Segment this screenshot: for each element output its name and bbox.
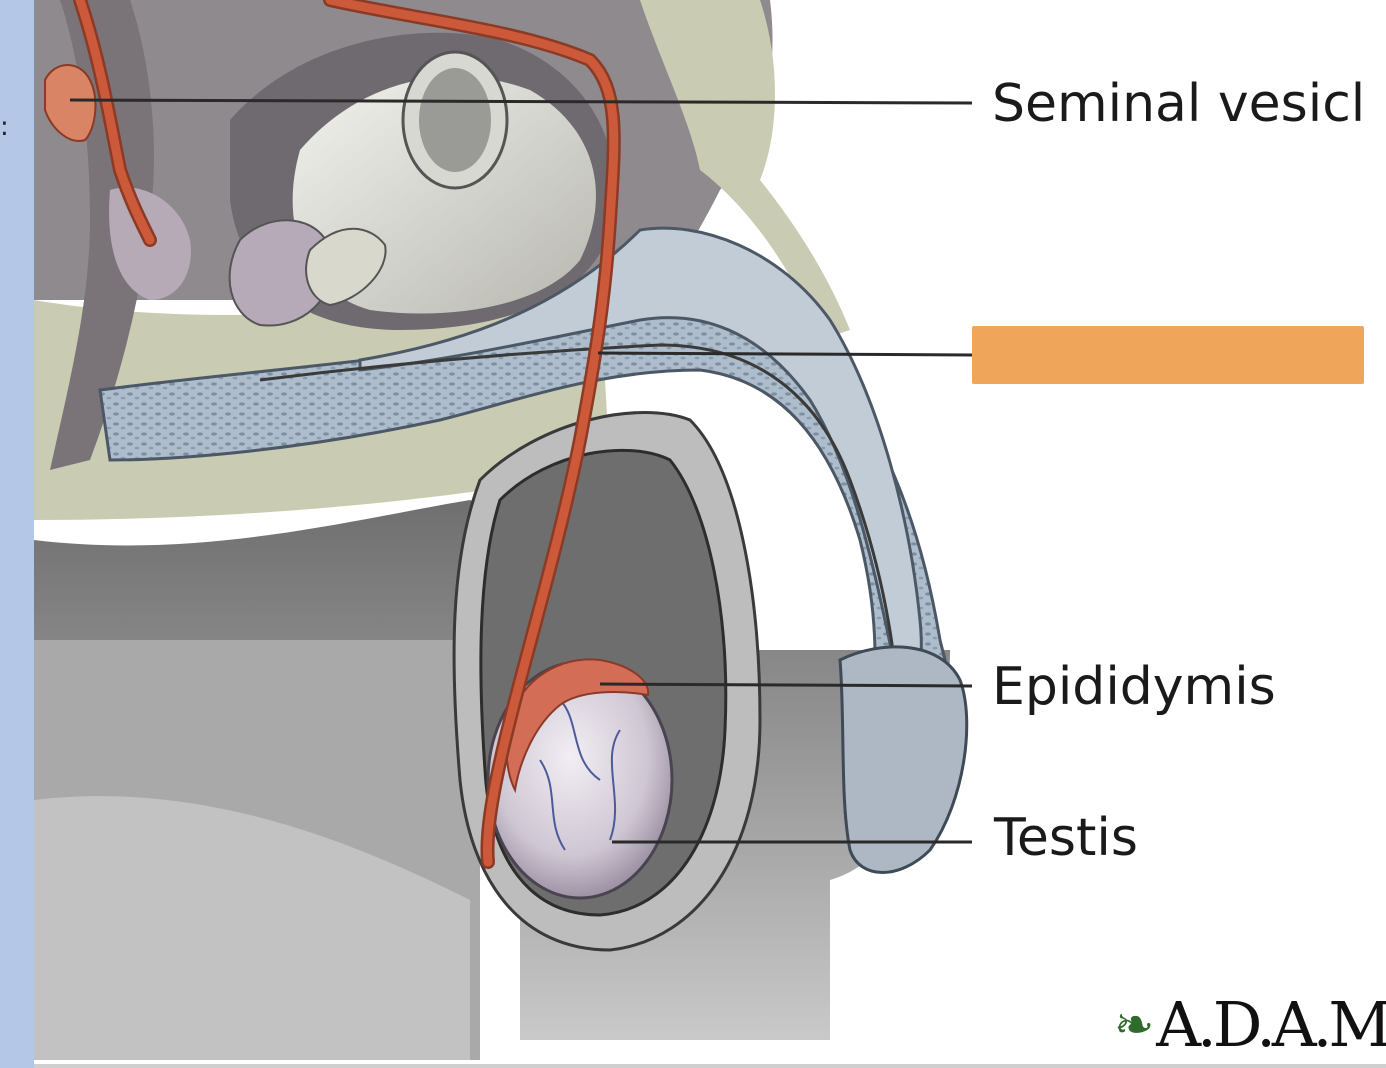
left-sidebar-strip: :: [0, 0, 34, 1068]
thigh-skin: [34, 500, 950, 1040]
label-seminal-vesicle: Seminal vesicl: [992, 74, 1366, 134]
label-testis: Testis: [994, 808, 1138, 868]
bottom-border: [34, 1064, 1386, 1068]
adam-logo: ❧ A.D.A.M: [1114, 990, 1386, 1060]
outer-fat-band: [640, 0, 850, 340]
leader-epididymis: [599, 682, 973, 688]
hidden-label-box[interactable]: [972, 326, 1364, 384]
strip-mark: :: [0, 112, 9, 142]
epididymis-shape: [505, 658, 650, 794]
leaf-icon: ❧: [1114, 997, 1155, 1053]
label-epididymis: Epididymis: [992, 657, 1276, 717]
leader-hidden: [597, 351, 973, 357]
lower-skin-shade: [34, 796, 470, 1060]
glans: [838, 645, 969, 874]
leader-seminal: [69, 98, 973, 105]
logo-text: A.D.A.M: [1156, 990, 1386, 1060]
prostate: [228, 219, 333, 327]
seminal-vesicle-shape: [44, 64, 97, 142]
testis-veins: [539, 699, 621, 851]
rectum: [50, 0, 154, 470]
pubic-bone-2: [305, 227, 387, 307]
